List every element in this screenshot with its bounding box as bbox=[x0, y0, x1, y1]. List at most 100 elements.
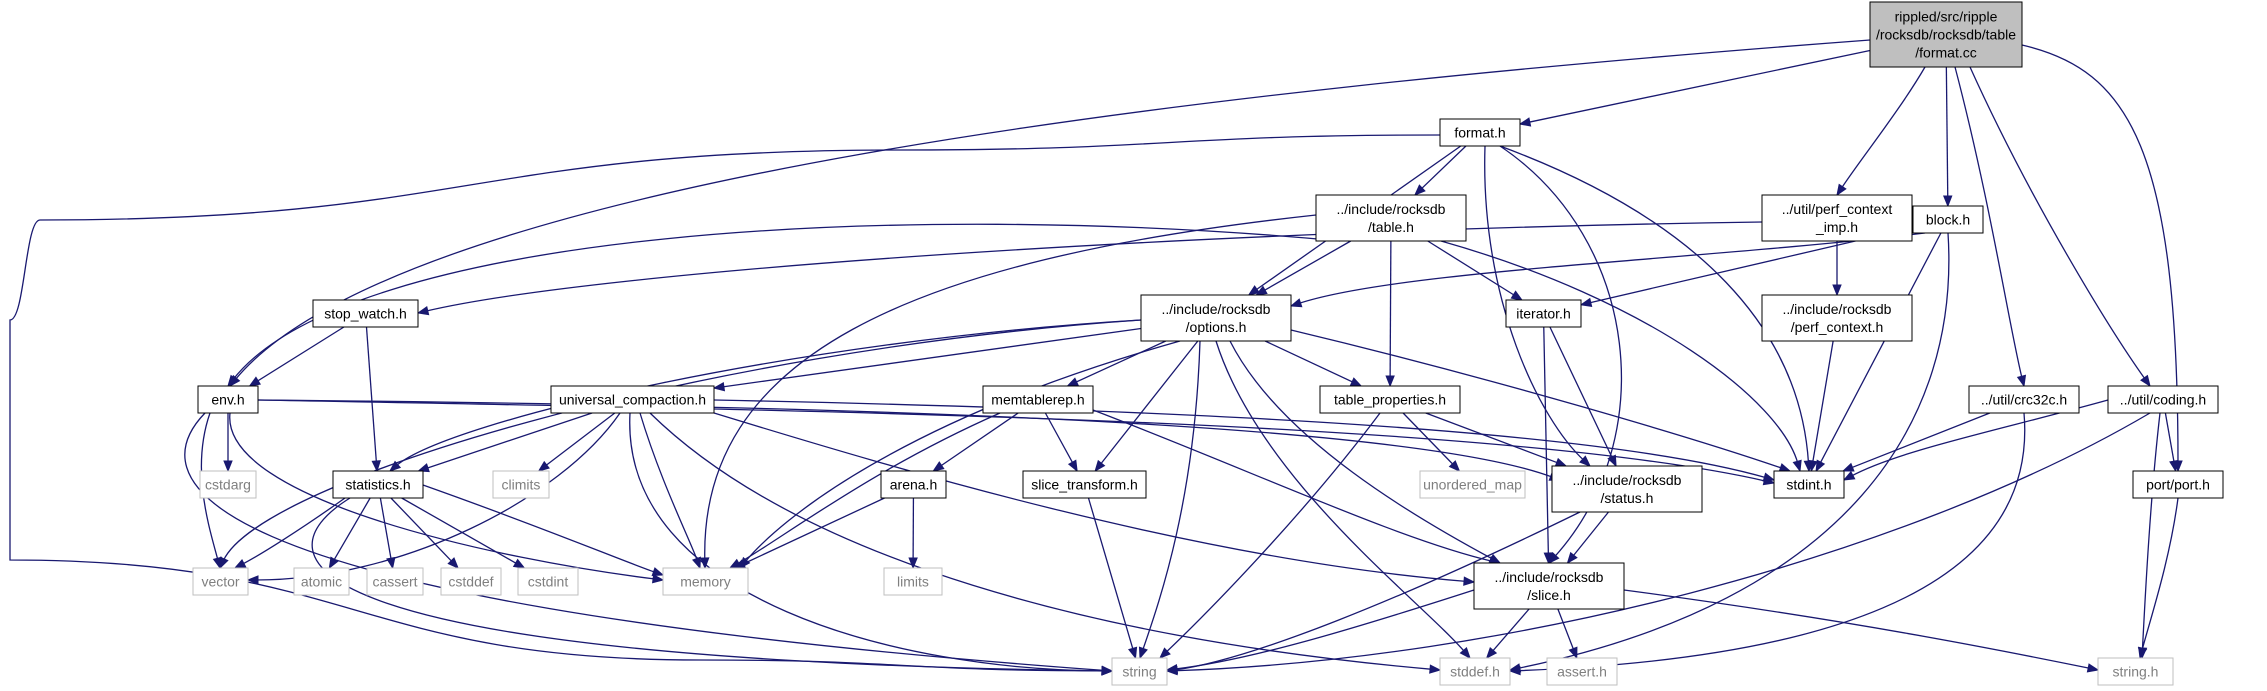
node-options-h[interactable]: ../include/rocksdb/options.h bbox=[1140, 294, 1292, 342]
node-label: memtablerep.h bbox=[991, 392, 1084, 408]
node-box bbox=[982, 385, 1094, 414]
edge-statistics_h-to-string bbox=[311, 497, 1114, 676]
node-box bbox=[1439, 657, 1511, 686]
edge-slice_h-to-string_h bbox=[1623, 589, 2100, 673]
edge-root-to-env_h bbox=[229, 39, 1871, 388]
node-unordered-map[interactable]: unordered_map bbox=[1419, 470, 1526, 499]
node-cassert[interactable]: cassert bbox=[366, 567, 424, 596]
node-stop-watch-h[interactable]: stop_watch.h bbox=[312, 299, 419, 328]
edge-table_properties_h-to-unordered_map bbox=[1402, 412, 1461, 472]
edge-options_h-to-table_properties_h bbox=[1264, 340, 1363, 387]
node-atomic[interactable]: atomic bbox=[293, 567, 350, 596]
edge-table_h-to-env_h bbox=[227, 223, 1341, 388]
edge-statistics_h-to-cassert bbox=[379, 497, 396, 570]
node-label: format.h bbox=[1454, 125, 1505, 141]
node-label: /status.h bbox=[1601, 490, 1654, 506]
node-box bbox=[880, 470, 947, 499]
edge-universal_compaction_h-to-statistics_h bbox=[417, 412, 593, 473]
node-format-h[interactable]: format.h bbox=[1439, 118, 1521, 147]
node-label: cstdarg bbox=[205, 477, 251, 493]
node-stddef-h[interactable]: stddef.h bbox=[1439, 657, 1511, 686]
node-box bbox=[1912, 205, 1984, 234]
node-cstdint[interactable]: cstdint bbox=[517, 567, 579, 596]
edge-stop_watch_h-to-statistics_h bbox=[365, 326, 381, 473]
edge-table_h-to-table_properties_h bbox=[1385, 240, 1395, 388]
node-label: cassert bbox=[372, 574, 417, 590]
node-coding-h[interactable]: ../util/coding.h bbox=[2107, 385, 2219, 414]
node-memtablerep-h[interactable]: memtablerep.h bbox=[982, 385, 1094, 414]
edge-root-to-perf_context_imp_h bbox=[1836, 66, 1926, 197]
node-limits[interactable]: limits bbox=[883, 567, 943, 596]
edge-statistics_h-to-vector bbox=[233, 497, 346, 569]
node-box bbox=[1473, 562, 1625, 610]
edge-coding_h-to-port_h bbox=[2164, 412, 2179, 473]
node-status-h[interactable]: ../include/rocksdb/status.h bbox=[1551, 465, 1703, 513]
node-assert-h[interactable]: assert.h bbox=[1546, 657, 1618, 686]
node-cstddef[interactable]: cstddef bbox=[440, 567, 502, 596]
node-box bbox=[1968, 385, 2080, 414]
node-box bbox=[1773, 470, 1845, 499]
node-string-h[interactable]: string.h bbox=[2097, 657, 2174, 686]
node-label: vector bbox=[201, 574, 239, 590]
node-label: port/port.h bbox=[2146, 477, 2210, 493]
node-perf-context-h[interactable]: ../include/rocksdb/perf_context.h bbox=[1761, 294, 1913, 342]
node-label: ../include/rocksdb bbox=[1495, 569, 1604, 585]
edge-options_h-to-memtablerep_h bbox=[1066, 340, 1167, 387]
node-box bbox=[1546, 657, 1618, 686]
node-block-h[interactable]: block.h bbox=[1912, 205, 1984, 234]
node-box bbox=[1505, 299, 1582, 328]
node-label: ../util/crc32c.h bbox=[1981, 392, 2067, 408]
node-label: assert.h bbox=[1557, 664, 1607, 680]
node-label: env.h bbox=[211, 392, 244, 408]
node-port-h[interactable]: port/port.h bbox=[2132, 470, 2224, 499]
node-climits[interactable]: climits bbox=[492, 470, 550, 499]
edge-root-to-format_h bbox=[1518, 49, 1871, 127]
node-iterator-h[interactable]: iterator.h bbox=[1505, 299, 1582, 328]
node-perf-context-imp-h[interactable]: ../util/perf_context_imp.h bbox=[1761, 194, 1913, 242]
edge-perf_context_h-to-stdint_h bbox=[1808, 340, 1834, 473]
node-label: climits bbox=[502, 477, 541, 493]
node-box bbox=[662, 567, 749, 596]
edge-format_h-to-status_h bbox=[1484, 145, 1591, 467]
node-statistics-h[interactable]: statistics.h bbox=[332, 470, 424, 499]
node-box bbox=[1315, 194, 1467, 242]
edge-crc32c_h-to-stddef_h bbox=[1508, 412, 2026, 676]
node-label: ../util/coding.h bbox=[2120, 392, 2206, 408]
node-label: iterator.h bbox=[1516, 306, 1570, 322]
edge-memtablerep_h-to-slice_transform_h bbox=[1044, 412, 1078, 473]
node-label: /perf_context.h bbox=[1791, 319, 1884, 335]
node-label: stddef.h bbox=[1450, 664, 1500, 680]
edge-block_h-to-options_h bbox=[1289, 232, 1926, 308]
node-arena-h[interactable]: arena.h bbox=[880, 470, 947, 499]
edge-options_h-to-stddef_h bbox=[1215, 340, 1471, 660]
edge-arena_h-to-limits bbox=[908, 497, 918, 570]
edge-iterator_h-to-status_h bbox=[1549, 326, 1617, 468]
node-slice-h[interactable]: ../include/rocksdb/slice.h bbox=[1473, 562, 1625, 610]
node-stdint-h[interactable]: stdint.h bbox=[1773, 470, 1845, 499]
edge-status_h-to-slice_h bbox=[1566, 511, 1610, 565]
node-box bbox=[366, 567, 424, 596]
node-table-h[interactable]: ../include/rocksdb/table.h bbox=[1315, 194, 1467, 242]
edge-perf_context_imp_h-to-perf_context_h bbox=[1832, 241, 1842, 297]
node-label: stop_watch.h bbox=[324, 306, 407, 322]
node-table-properties-h[interactable]: table_properties.h bbox=[1319, 385, 1461, 414]
node-vector[interactable]: vector bbox=[192, 567, 249, 596]
node-memory[interactable]: memory bbox=[662, 567, 749, 596]
node-box bbox=[492, 470, 550, 499]
node-box bbox=[1319, 385, 1461, 414]
edge-options_h-to-slice_transform_h bbox=[1094, 340, 1199, 473]
node-env-h[interactable]: env.h bbox=[197, 385, 259, 414]
node-box bbox=[1439, 118, 1521, 147]
node-slice-transform-h[interactable]: slice_transform.h bbox=[1022, 470, 1147, 499]
node-crc32c-h[interactable]: ../util/crc32c.h bbox=[1968, 385, 2080, 414]
node-label: ../include/rocksdb bbox=[1337, 201, 1446, 217]
node-label: /slice.h bbox=[1527, 587, 1571, 603]
node-universal-compaction-h[interactable]: universal_compaction.h bbox=[550, 385, 715, 414]
node-string[interactable]: string bbox=[1111, 657, 1168, 686]
node-label: _imp.h bbox=[1815, 219, 1858, 235]
node-box bbox=[440, 567, 502, 596]
node-cstdarg[interactable]: cstdarg bbox=[199, 470, 257, 499]
edge-root-to-coding_h bbox=[1969, 66, 2151, 388]
node-root[interactable]: rippled/src/ripple/rocksdb/rocksdb/table… bbox=[1869, 1, 2023, 68]
node-box bbox=[1551, 465, 1703, 513]
